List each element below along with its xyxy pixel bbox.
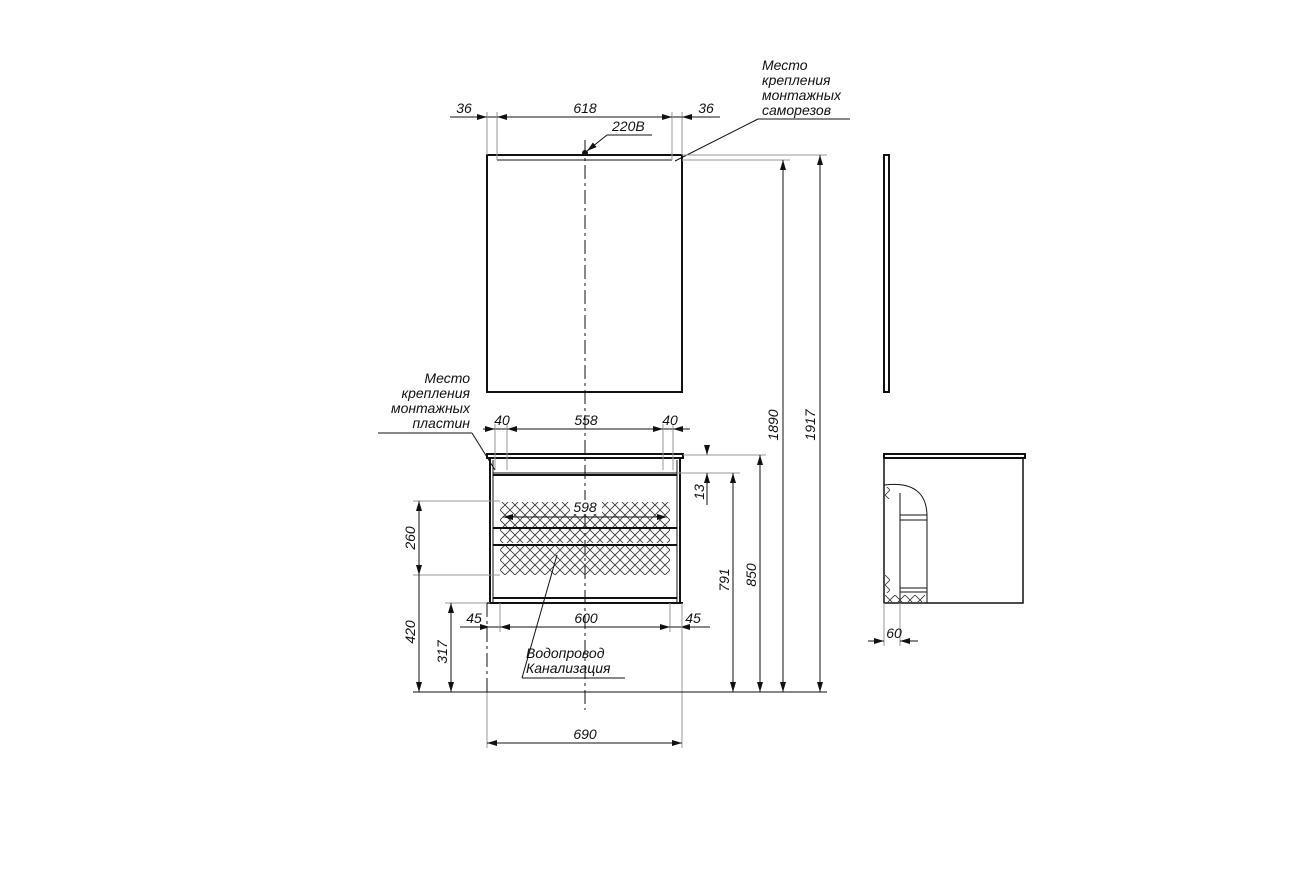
dim-mirror-width: 618	[573, 100, 597, 116]
dim-bottom-left: 45	[466, 610, 482, 626]
dim-mirror-right: 36	[698, 100, 714, 116]
svg-text:Место: Место	[424, 370, 470, 386]
mirror-front-view: 36 618 36 220В Место крепления монтажных…	[450, 57, 850, 710]
power-point-icon	[582, 150, 588, 156]
dim-60: 60	[886, 625, 902, 641]
dim-top-right: 40	[662, 412, 678, 428]
pipes-note-sewer: Канализация	[526, 660, 611, 676]
dim-260: 260	[402, 526, 418, 551]
height-dimensions: 1890 1917	[682, 154, 827, 692]
dim-600: 600	[574, 610, 598, 626]
dim-420: 420	[402, 620, 418, 644]
dim-558: 558	[574, 412, 598, 428]
dim-bottom-right: 45	[685, 610, 701, 626]
dim-mirror-left: 36	[456, 100, 472, 116]
mirror-mount-note: Место крепления монтажных саморезов	[762, 57, 842, 118]
svg-text:саморезов: саморезов	[762, 102, 831, 118]
dim-850: 850	[743, 563, 759, 587]
dim-1917: 1917	[802, 408, 818, 440]
dim-791: 791	[716, 568, 732, 591]
svg-text:пластин: пластин	[412, 415, 470, 431]
cabinet-mount-note: Место крепления монтажных пластин	[391, 370, 471, 431]
svg-text:Место: Место	[762, 57, 808, 73]
cabinet-front-view: 598 40 558 40 Место крепления монтажных …	[378, 370, 827, 748]
dim-598: 598	[573, 499, 597, 515]
svg-text:монтажных: монтажных	[391, 400, 471, 416]
mirror-side-view	[883, 154, 890, 393]
pipes-note-water: Водопровод	[526, 645, 605, 661]
dim-1890: 1890	[765, 409, 781, 440]
dim-317: 317	[434, 639, 450, 664]
dim-top-left: 40	[494, 412, 510, 428]
dim-690: 690	[573, 726, 597, 742]
cabinet-side-view: 60	[868, 453, 1026, 646]
svg-text:крепления: крепления	[401, 385, 470, 401]
dim-13: 13	[691, 484, 707, 500]
power-label: 220В	[611, 118, 645, 134]
svg-text:крепления: крепления	[762, 72, 831, 88]
svg-text:монтажных: монтажных	[762, 87, 842, 103]
